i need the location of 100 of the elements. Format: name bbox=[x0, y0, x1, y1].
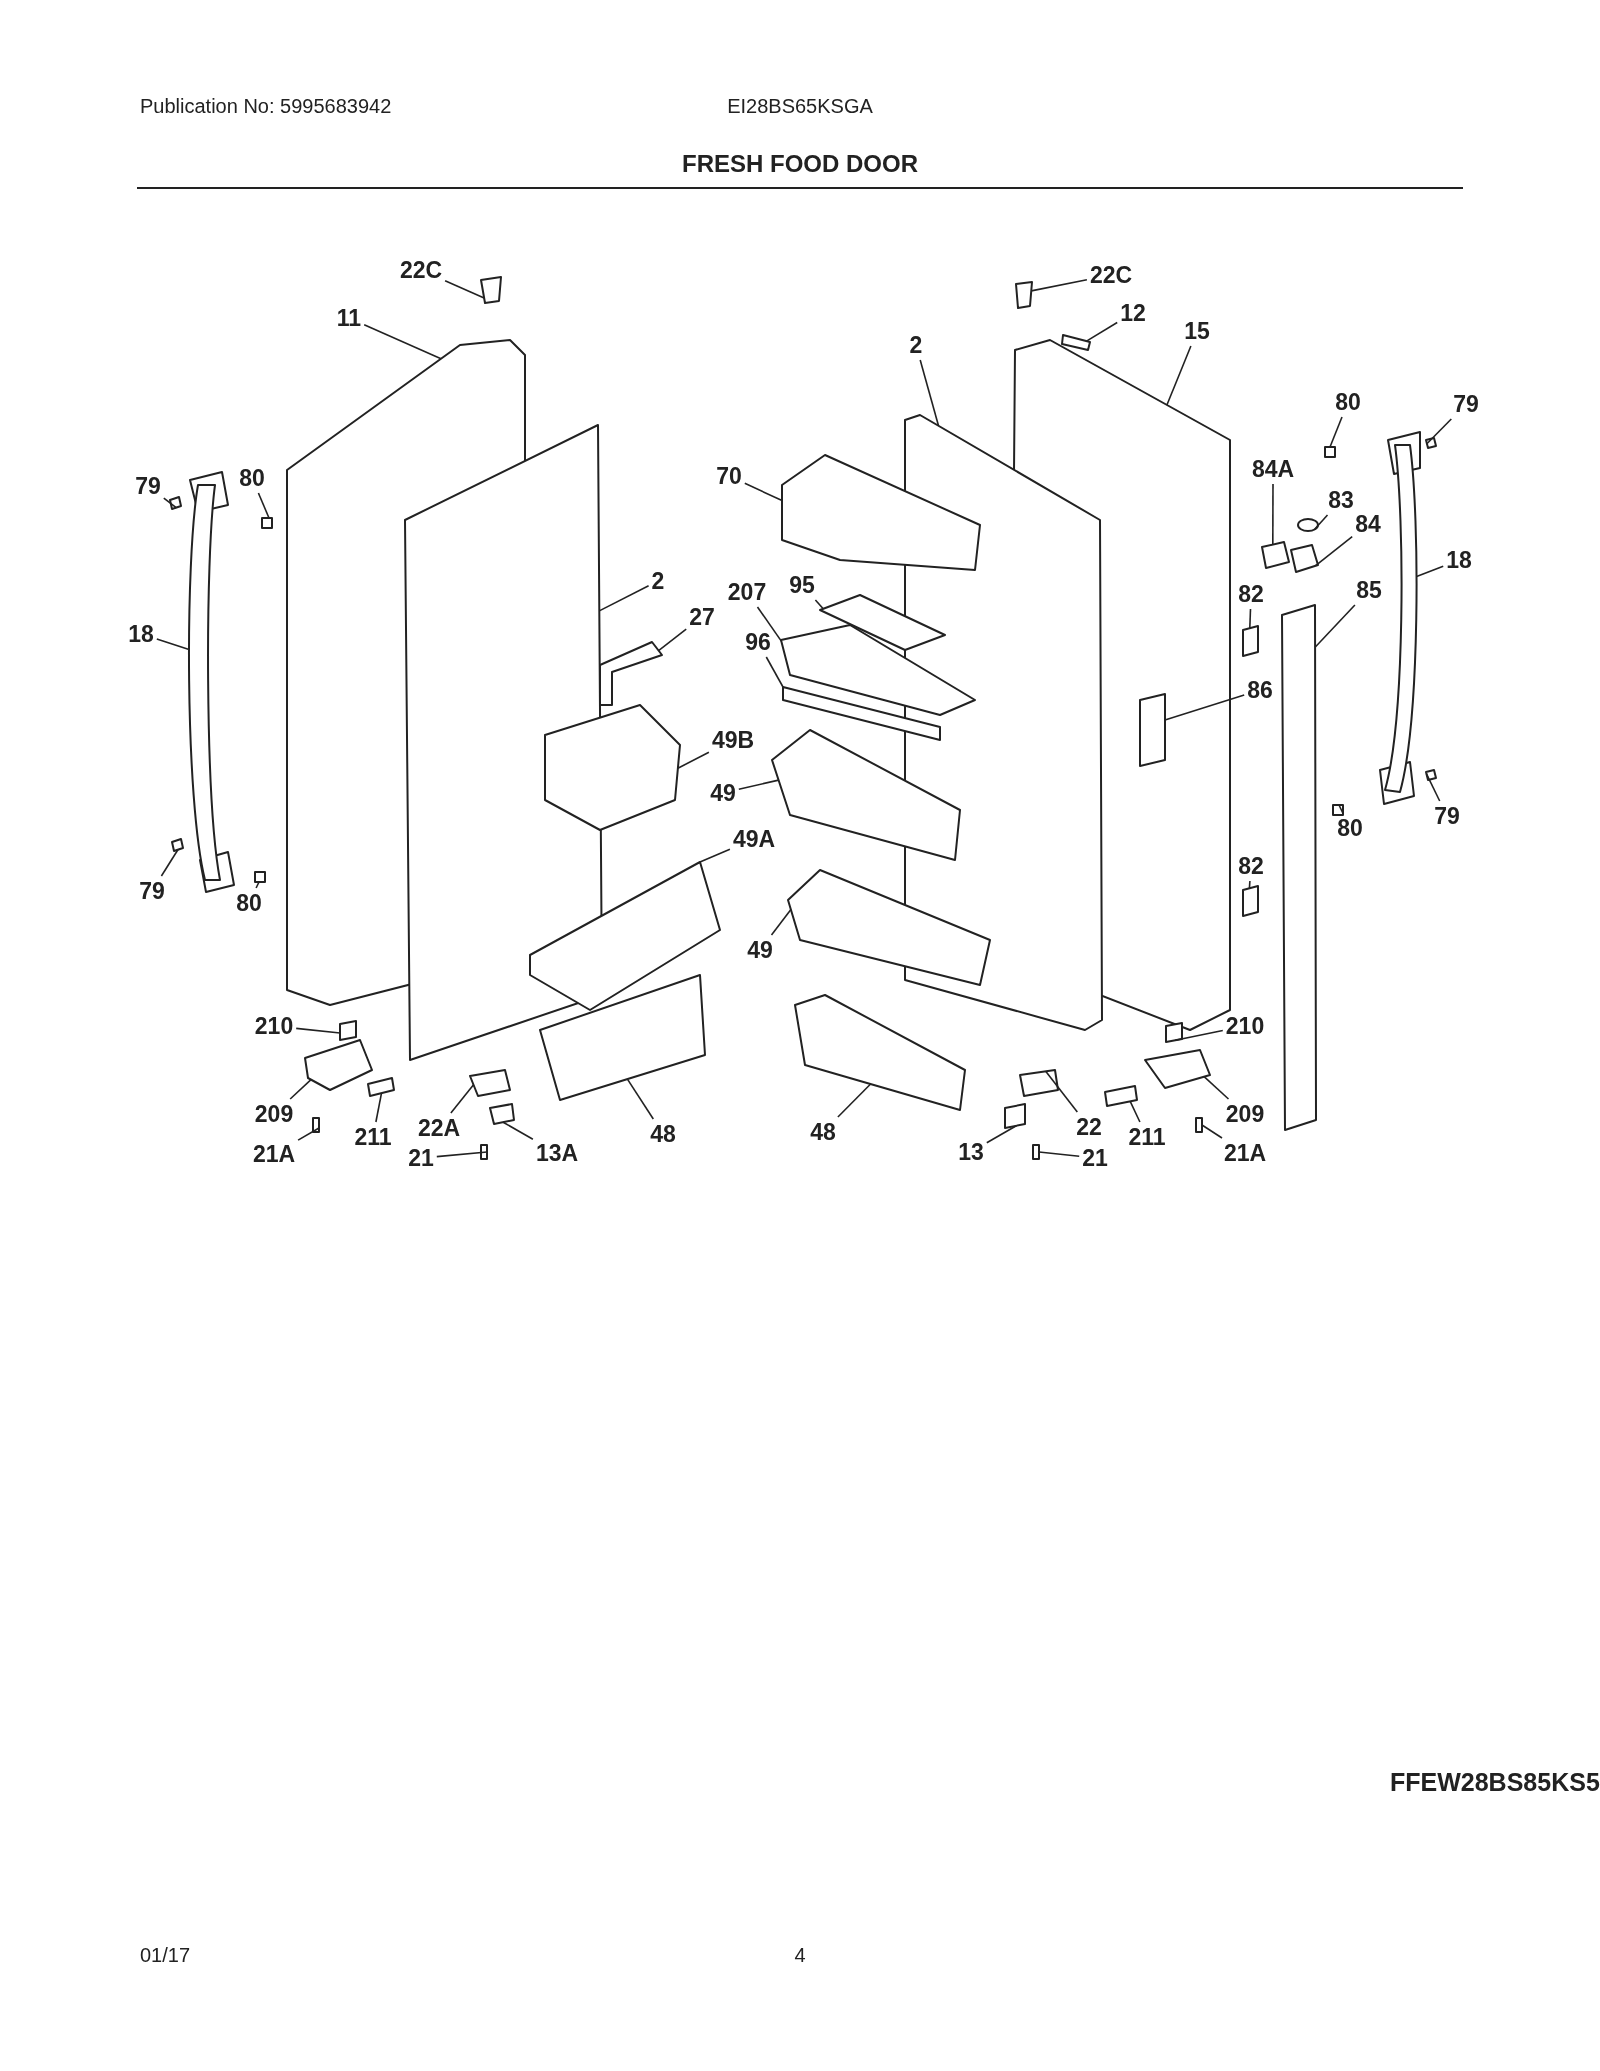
callout-number: 84A bbox=[1251, 457, 1295, 481]
part-outline bbox=[1104, 1085, 1138, 1107]
leader-line bbox=[1314, 535, 1353, 567]
part-outline bbox=[254, 871, 266, 883]
leader-line bbox=[1164, 694, 1245, 721]
leader-line bbox=[1425, 773, 1441, 802]
round-part-outline bbox=[1297, 518, 1319, 532]
leader-line bbox=[295, 1027, 341, 1034]
part-outline bbox=[1019, 1069, 1059, 1097]
part-outline bbox=[480, 276, 502, 304]
leader-line bbox=[1248, 880, 1251, 890]
part-outline bbox=[1032, 1144, 1040, 1160]
part-outline bbox=[1015, 281, 1033, 309]
part-outline bbox=[261, 517, 273, 529]
part-outline bbox=[1242, 885, 1259, 917]
callout-number: 82 bbox=[1238, 854, 1264, 878]
callout-number: 27 bbox=[689, 605, 715, 629]
leader-line bbox=[1174, 1029, 1224, 1041]
part-outline bbox=[787, 869, 991, 986]
leader-line bbox=[1314, 604, 1356, 649]
leader-line bbox=[436, 1151, 488, 1158]
leader-line bbox=[1166, 345, 1192, 406]
callout-number: 79 bbox=[139, 879, 165, 903]
callout-number: 210 bbox=[1225, 1014, 1265, 1038]
part-outline bbox=[1324, 446, 1336, 458]
part-outline bbox=[1144, 1049, 1211, 1089]
leader-line bbox=[444, 279, 485, 299]
leader-line bbox=[1129, 1100, 1141, 1123]
callout-number: 13 bbox=[958, 1140, 984, 1164]
callout-number: 210 bbox=[254, 1014, 294, 1038]
callout-number: 49 bbox=[710, 781, 736, 805]
leader-line bbox=[657, 628, 687, 652]
leader-line bbox=[255, 881, 260, 889]
leader-line bbox=[1044, 1070, 1079, 1113]
callout-number: 211 bbox=[354, 1125, 392, 1149]
callout-number: 80 bbox=[236, 891, 262, 915]
part-outline bbox=[1332, 804, 1344, 816]
callout-number: 21 bbox=[408, 1146, 434, 1170]
callout-number: 80 bbox=[1335, 390, 1361, 414]
page-number: 4 bbox=[794, 1944, 806, 1967]
callout-number: 18 bbox=[128, 622, 154, 646]
leader-line bbox=[160, 848, 179, 877]
callout-number: 49 bbox=[747, 938, 773, 962]
callout-number: 21A bbox=[252, 1142, 296, 1166]
leader-line bbox=[156, 638, 190, 651]
part-outline bbox=[1261, 541, 1290, 569]
model-number: EI28BS65KSGA bbox=[727, 95, 873, 118]
leader-line bbox=[756, 606, 783, 642]
callout-number: 2 bbox=[909, 333, 923, 357]
callout-number: 80 bbox=[239, 466, 265, 490]
part-outline bbox=[782, 686, 941, 741]
callout-number: 96 bbox=[745, 630, 771, 654]
callout-number: 49A bbox=[732, 827, 776, 851]
callout-number: 80 bbox=[1337, 816, 1363, 840]
leader-line bbox=[765, 656, 784, 688]
part-outline bbox=[794, 994, 966, 1111]
part-outline bbox=[489, 1103, 515, 1125]
leader-line bbox=[1030, 279, 1088, 292]
illustration-code: FFEW28BS85KS5 bbox=[1390, 1768, 1600, 1797]
callout-number: 22C bbox=[399, 258, 443, 282]
leader-line bbox=[699, 848, 731, 863]
callout-number: 70 bbox=[716, 464, 742, 488]
leader-line bbox=[814, 599, 824, 610]
callout-number: 79 bbox=[1434, 804, 1460, 828]
callout-number: 82 bbox=[1238, 582, 1264, 606]
leader-line bbox=[1203, 1075, 1230, 1100]
title: FRESH FOOD DOOR bbox=[682, 150, 918, 178]
leader-line bbox=[502, 1121, 534, 1140]
page-header-text: Publication No: 5995683942 bbox=[140, 95, 392, 118]
callout-number: 48 bbox=[810, 1120, 836, 1144]
part-outline bbox=[169, 496, 182, 510]
leader-line bbox=[289, 1078, 312, 1100]
part-outline bbox=[1004, 1103, 1026, 1129]
part-outline bbox=[304, 1039, 373, 1091]
part-outline bbox=[469, 1069, 511, 1097]
part-outline bbox=[529, 861, 721, 1011]
leader-line bbox=[677, 751, 710, 769]
callout-number: 207 bbox=[727, 580, 767, 604]
part-outline bbox=[1242, 625, 1259, 657]
part-outline bbox=[781, 454, 981, 571]
callout-number: 22C bbox=[1089, 263, 1133, 287]
leader-line bbox=[986, 1124, 1018, 1144]
part-outline bbox=[1290, 544, 1319, 573]
part-outline bbox=[1165, 1022, 1183, 1043]
callout-number: 48 bbox=[650, 1122, 676, 1146]
leader-line bbox=[1338, 804, 1344, 814]
part-outline bbox=[1281, 604, 1317, 1131]
part-outline bbox=[1195, 1117, 1203, 1133]
part-outline bbox=[1425, 437, 1437, 449]
leader-line bbox=[1085, 321, 1118, 342]
callout-number: 209 bbox=[1225, 1102, 1265, 1126]
leader-line bbox=[770, 908, 792, 936]
part-outline bbox=[1425, 769, 1437, 781]
leader-line bbox=[450, 1083, 475, 1114]
part-outline bbox=[819, 594, 946, 651]
leader-line bbox=[1201, 1124, 1223, 1139]
part-outline bbox=[367, 1077, 395, 1097]
leader-line bbox=[1313, 514, 1329, 531]
leader-line bbox=[1249, 608, 1252, 629]
leader-line bbox=[738, 779, 780, 791]
